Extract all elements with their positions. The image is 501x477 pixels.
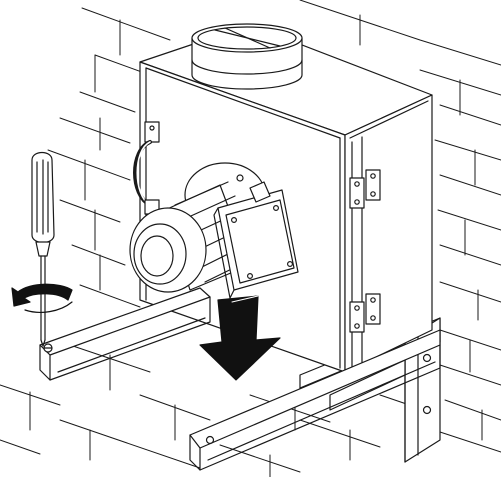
door-hinge-icon (349, 169, 381, 333)
screwdriver-icon (31, 151, 55, 347)
mounting-rail-icon (39, 287, 441, 471)
down-arrow-icon (199, 295, 281, 381)
rotate-arrow-icon (11, 283, 73, 313)
round-duct-collar-icon (191, 23, 303, 90)
terminal-box-icon (213, 181, 299, 299)
